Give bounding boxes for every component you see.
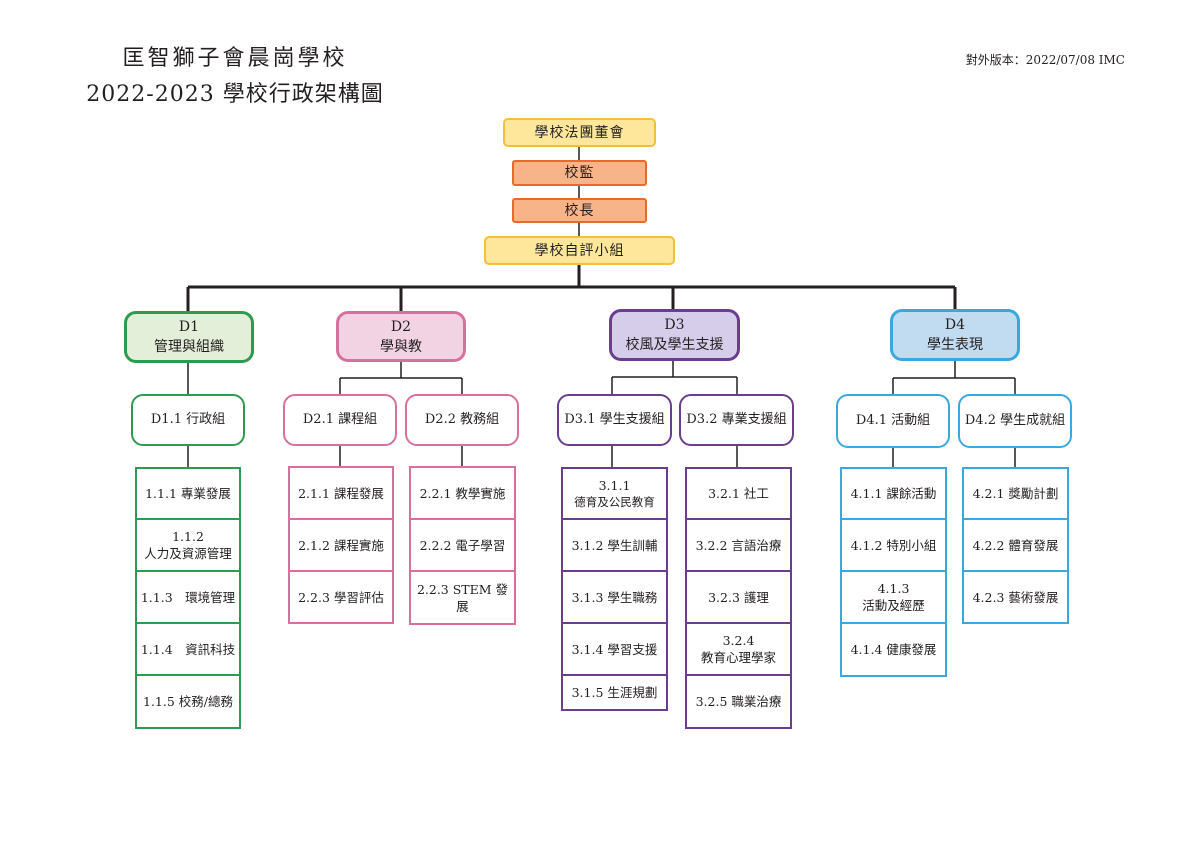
dept-d4-code: D4 [944,317,966,333]
item-4-1-3-text-2: 活動及經歷 [862,598,925,613]
item-4-2-3-text: 4.2.3 藝術發展 [972,589,1059,605]
item-4-1-3: 4.1.3 活動及經歷 [840,570,947,624]
group-d3-1-name: D3.1 學生支援組 [564,412,665,427]
dept-d1-code: D1 [178,319,200,335]
group-d3-1-box: D3.1 學生支援組 [557,394,672,446]
item-1-1-4: 1.1.4 資訊科技 [135,622,241,676]
group-d1-1-name: D1.1 行政組 [150,412,226,427]
item-3-1-5-text: 3.1.5 生涯規劃 [571,685,658,700]
item-2-2-3: 2.2.3 STEM 發展 [409,570,516,625]
item-2-2-3-text: 2.2.3 STEM 發展 [416,581,509,614]
dept-d2-code: D2 [390,318,412,335]
group-d1-1-box: D1.1 行政組 [131,394,245,446]
group-d4-2-name: D4.2 學生成就組 [964,413,1066,428]
dept-d3-code: D3 [664,317,685,333]
item-4-1-2: 4.1.2 特別小組 [840,518,947,572]
group-d3-2-box: D3.2 專業支援組 [679,394,794,446]
item-2-1-3-text: 2.2.3 學習評估 [298,589,384,605]
dept-d3-name: 校風及學生支援 [625,337,724,353]
item-3-1-1-text-2: 德育及公民教育 [574,494,655,509]
item-3-2-3-text: 3.2.3 護理 [708,589,769,605]
item-2-1-2-text: 2.1.2 課程實施 [298,537,384,553]
item-4-2-2-text: 4.2.2 體育發展 [972,537,1059,553]
item-1-1-1: 1.1.1 專業發展 [135,467,241,520]
item-1-1-4-text: 1.1.4 資訊科技 [140,641,236,657]
item-2-1-2: 2.1.2 課程實施 [288,518,394,572]
item-1-1-5: 1.1.5 校務/總務 [135,674,241,729]
item-3-2-1: 3.2.1 社工 [685,467,792,520]
item-4-1-1-text: 4.1.1 課餘活動 [850,486,937,501]
item-3-1-5: 3.1.5 生涯規劃 [561,674,668,711]
dept-d1-box: D1 管理與組織 [124,311,254,363]
item-2-2-2: 2.2.2 電子學習 [409,518,516,572]
item-4-2-1-text: 4.2.1 獎勵計劃 [972,486,1059,501]
chart-title: 2022-2023 學校行政架構圖 [86,82,384,107]
principal-box: 校長 [512,198,647,223]
item-4-1-4: 4.1.4 健康發展 [840,622,947,677]
school-name: 匡智獅子會晨崗學校 [122,46,348,71]
item-4-1-1: 4.1.1 課餘活動 [840,467,947,520]
item-3-2-4-text: 3.2.4 [722,633,755,648]
item-3-2-5: 3.2.5 職業治療 [685,674,792,729]
group-d2-1-box: D2.1 課程組 [283,394,397,446]
item-3-1-1-text: 3.1.1 [598,477,631,493]
group-d2-2-box: D2.2 教務組 [405,394,519,446]
group-d2-2-name: D2.2 教務組 [424,412,500,427]
item-4-2-1: 4.2.1 獎勵計劃 [962,467,1069,520]
item-1-1-3-text: 1.1.3 環境管理 [140,589,236,605]
item-3-2-4: 3.2.4 教育心理學家 [685,622,792,676]
group-d4-1-box: D4.1 活動組 [836,394,950,448]
item-3-1-2: 3.1.2 學生訓輔 [561,518,668,572]
item-4-2-2: 4.2.2 體育發展 [962,518,1069,572]
item-4-2-3: 4.2.3 藝術發展 [962,570,1069,624]
item-2-1-1-text: 2.1.1 課程發展 [298,485,384,501]
dept-d2-box: D2 學與教 [336,311,466,362]
item-4-1-2-text: 4.1.2 特別小組 [850,537,937,553]
item-1-1-2: 1.1.2 人力及資源管理 [135,518,241,572]
board-label: 學校法團董會 [534,124,625,141]
dept-d1-name: 管理與組織 [154,339,224,355]
item-2-1-3: 2.2.3 學習評估 [288,570,394,624]
dept-d3-box: D3 校風及學生支援 [609,309,740,361]
item-3-2-3: 3.2.3 護理 [685,570,792,624]
item-3-1-4-text: 3.1.4 學習支援 [571,641,658,657]
item-2-2-1-text: 2.2.1 教學實施 [419,485,506,501]
item-3-2-1-text: 3.2.1 社工 [708,486,769,501]
group-d3-2-name: D3.2 專業支援組 [686,412,787,427]
principal-label: 校長 [564,202,595,219]
group-d4-1-name: D4.1 活動組 [855,413,931,428]
item-4-1-4-text: 4.1.4 健康發展 [850,642,937,657]
item-1-1-2-text-2: 人力及資源管理 [144,546,232,561]
item-2-2-2-text: 2.2.2 電子學習 [419,537,506,553]
self-evaluation-label: 學校自評小組 [534,242,625,259]
item-3-1-3-text: 3.1.3 學生職務 [571,589,658,605]
item-2-2-1: 2.2.1 教學實施 [409,466,516,520]
version-label: 對外版本：2022/07/08 IMC [965,53,1125,67]
dept-d4-box: D4 學生表現 [890,309,1020,361]
item-1-1-3: 1.1.3 環境管理 [135,570,241,624]
supervisor-label: 校監 [564,165,595,181]
item-3-1-3: 3.1.3 學生職務 [561,570,668,624]
board-box: 學校法團董會 [503,118,656,147]
item-1-1-2-text: 1.1.2 [172,529,204,544]
dept-d2-name: 學與教 [380,338,422,355]
supervisor-box: 校監 [512,160,647,186]
item-3-2-5-text: 3.2.5 職業治療 [695,694,782,709]
dept-d4-name: 學生表現 [927,337,983,353]
item-3-1-2-text: 3.1.2 學生訓輔 [571,537,658,553]
item-1-1-1-text: 1.1.1 專業發展 [145,486,231,501]
group-d2-1-name: D2.1 課程組 [302,412,378,427]
item-4-1-3-text: 4.1.3 [877,581,910,596]
item-3-2-4-text-2: 教育心理學家 [700,650,776,665]
item-3-2-2: 3.2.2 言語治療 [685,518,792,572]
self-evaluation-box: 學校自評小組 [484,236,675,265]
item-1-1-5-text: 1.1.5 校務/總務 [143,694,233,709]
group-d4-2-box: D4.2 學生成就組 [958,394,1072,448]
item-3-2-2-text: 3.2.2 言語治療 [695,537,782,553]
item-2-1-1: 2.1.1 課程發展 [288,466,394,520]
item-3-1-4: 3.1.4 學習支援 [561,622,668,676]
